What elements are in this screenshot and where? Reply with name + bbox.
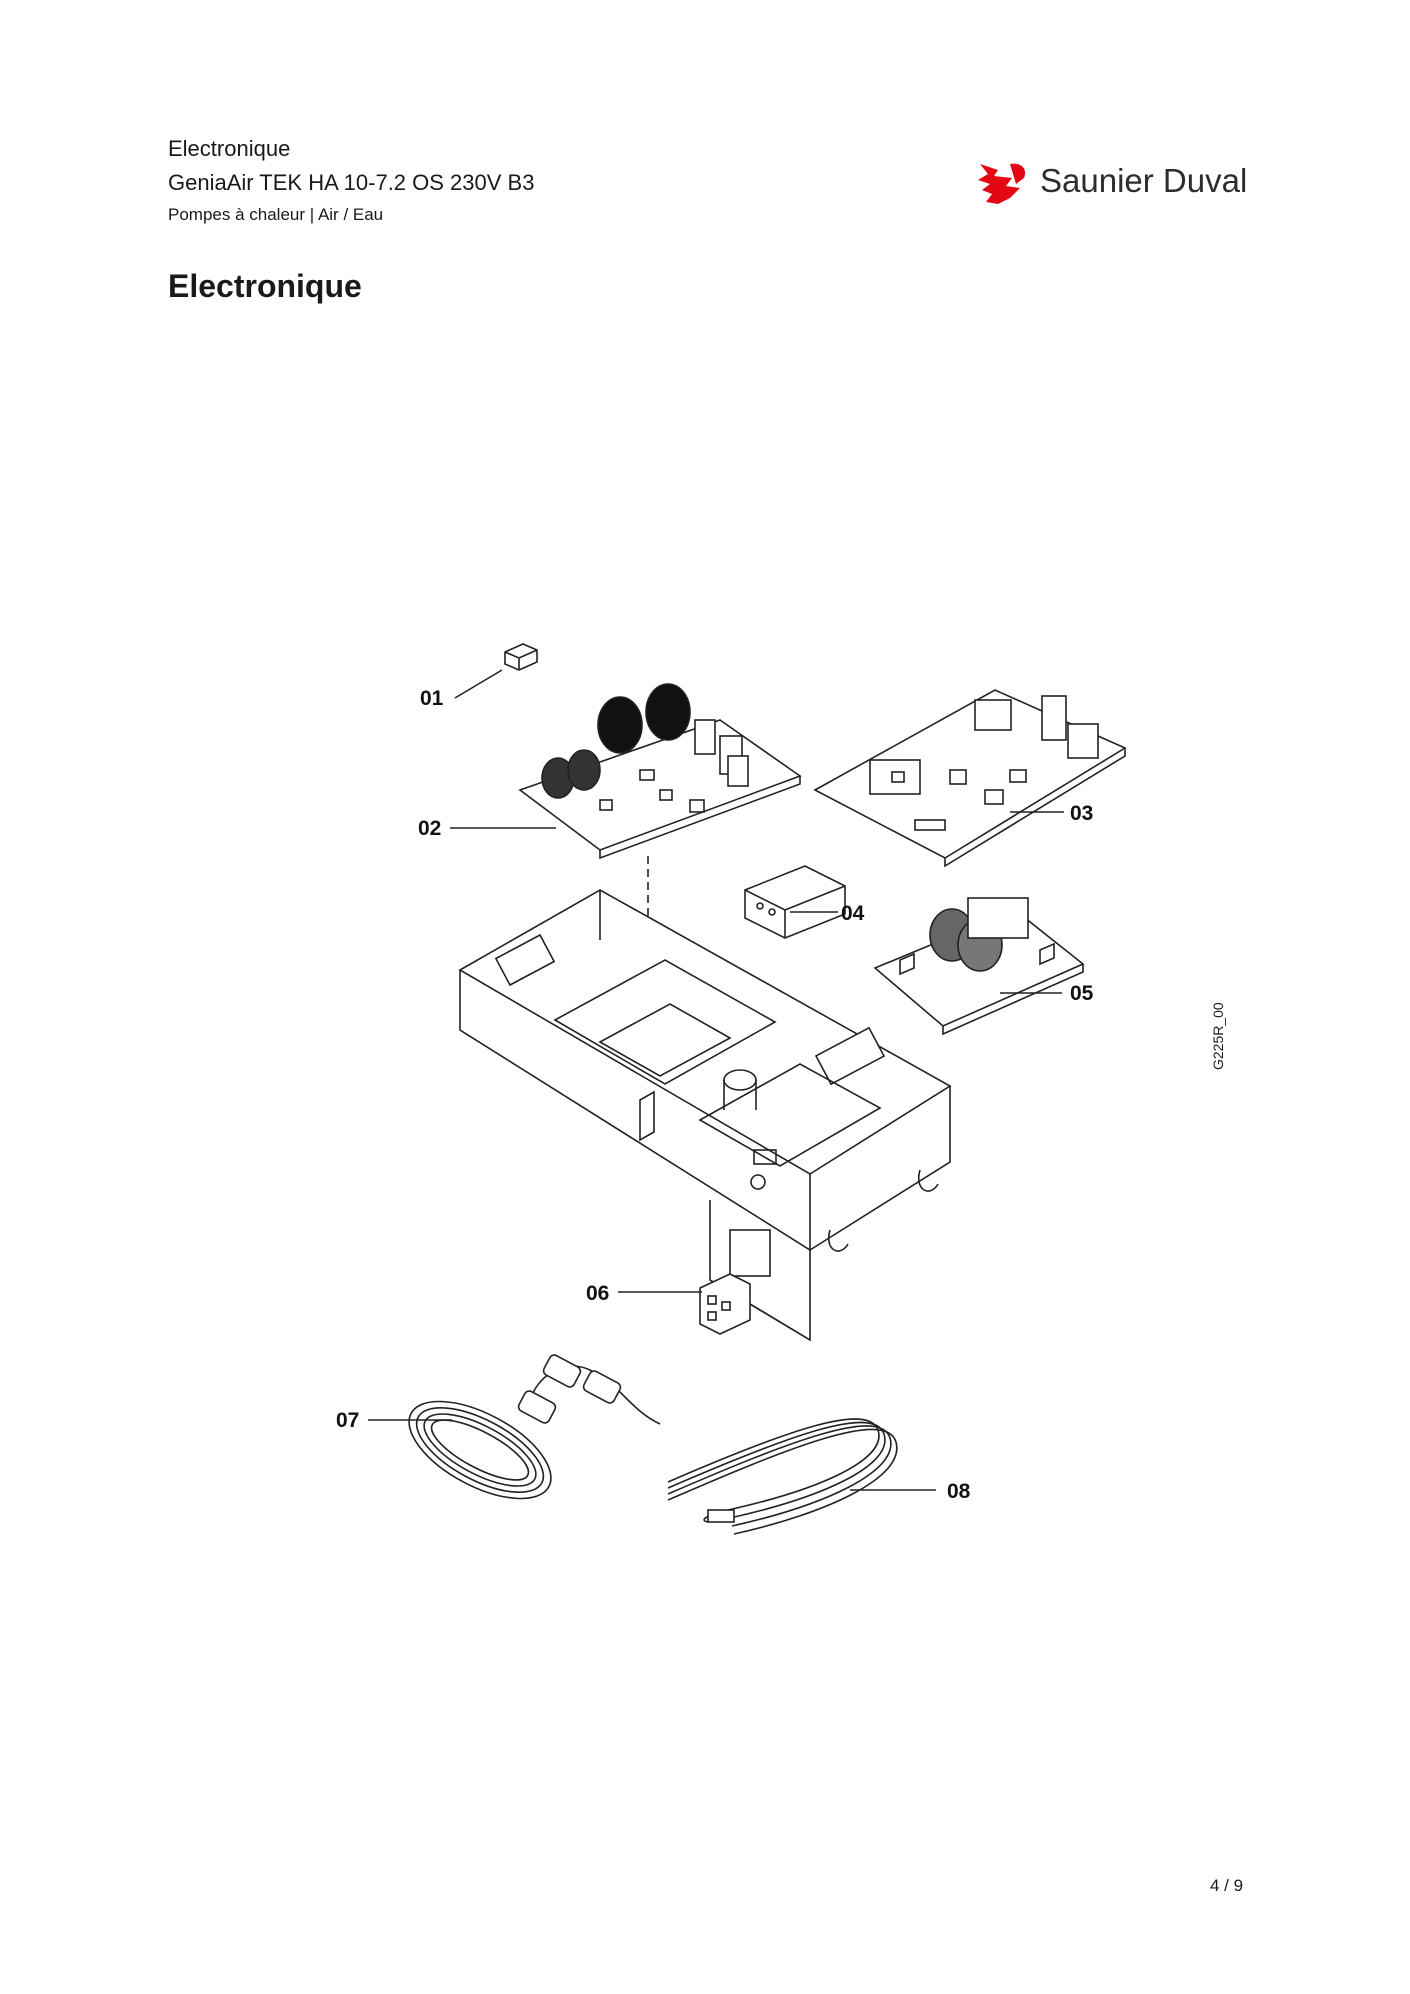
- page-number: 4 / 9: [1210, 1876, 1244, 1895]
- callout-07: 07: [336, 1409, 359, 1432]
- header-section: Electronique: [168, 136, 291, 161]
- callout-01: 01: [420, 687, 444, 710]
- header-category: Pompes à chaleur | Air / Eau: [168, 205, 384, 224]
- callout-06: 06: [586, 1282, 609, 1305]
- part-06-small-board: [618, 1273, 751, 1335]
- part-04-terminal-block: [744, 865, 846, 939]
- part-03-control-board: [813, 689, 1127, 868]
- callout-05: 05: [1070, 982, 1094, 1005]
- page-title: Electronique: [168, 268, 362, 304]
- callout-03: 03: [1070, 802, 1093, 825]
- saunier-duval-logo-icon: [978, 163, 1026, 204]
- callout-02: 02: [418, 817, 441, 840]
- header-product: GeniaAir TEK HA 10-7.2 OS 230V B3: [168, 170, 535, 195]
- part-05-filter-board: [873, 897, 1085, 1036]
- callout-04: 04: [841, 902, 865, 925]
- brand-name: Saunier Duval: [1040, 162, 1248, 199]
- callout-08: 08: [947, 1480, 971, 1503]
- part-08-ribbon-cable: [667, 1418, 936, 1535]
- drawing-reference-code: G225R_00: [1210, 1002, 1226, 1070]
- part-02-power-board: [450, 683, 802, 860]
- electronics-housing: [458, 889, 952, 1342]
- part-01-connector: [454, 643, 538, 699]
- part-07-cable-ferrites: [368, 1354, 661, 1500]
